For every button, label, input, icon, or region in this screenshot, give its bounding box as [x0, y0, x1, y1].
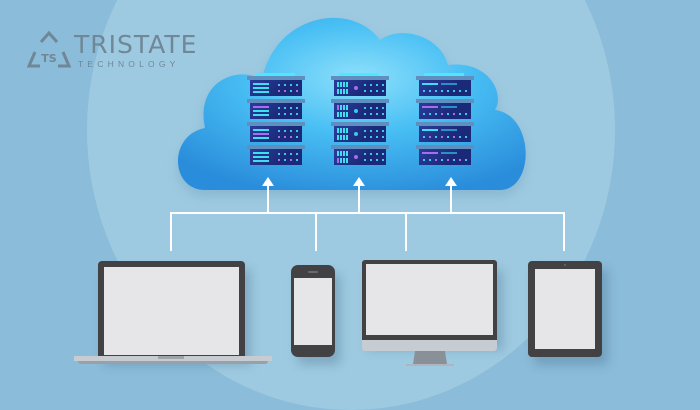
server-unit	[247, 145, 305, 165]
smartphone-icon	[291, 265, 335, 357]
laptop-screen	[104, 267, 239, 355]
server-unit	[247, 76, 305, 96]
server-unit	[416, 145, 474, 165]
server-unit	[331, 145, 389, 165]
svg-text:TS: TS	[41, 52, 57, 65]
server-unit	[247, 99, 305, 119]
tablet-screen	[535, 269, 595, 349]
server-unit	[331, 76, 389, 96]
server-unit	[247, 122, 305, 142]
arrow-up-icon	[445, 177, 457, 186]
server-unit	[331, 99, 389, 119]
arrow-up-icon	[262, 177, 274, 186]
arrow-up-icon	[353, 177, 365, 186]
rack-glow	[424, 73, 464, 76]
server-unit	[416, 76, 474, 96]
laptop-icon	[74, 260, 272, 366]
tablet-icon	[528, 261, 602, 357]
rack-glow	[339, 73, 379, 76]
logo-tagline: TECHNOLOGY	[78, 59, 180, 69]
server-unit	[331, 122, 389, 142]
logo-triangle-icon: TS	[26, 30, 72, 68]
monitor-screen	[366, 264, 493, 335]
connection-lines	[170, 177, 565, 251]
desktop-monitor-icon	[361, 259, 498, 369]
smartphone-screen	[294, 278, 332, 345]
logo-name: TRISTATE	[74, 30, 198, 59]
server-unit	[416, 122, 474, 142]
rack-glow	[255, 73, 295, 76]
tristate-logo: TS TRISTATE TECHNOLOGY	[26, 30, 196, 75]
server-unit	[416, 99, 474, 119]
